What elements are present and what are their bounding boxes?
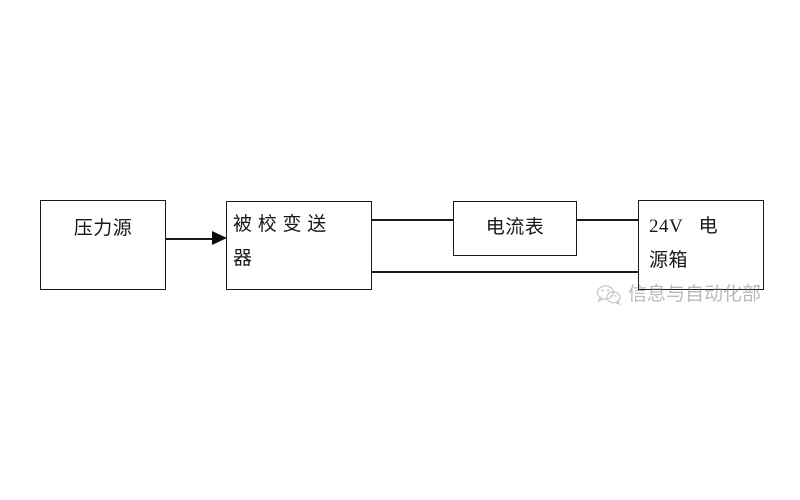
block-pressure-source-label: 压力源 xyxy=(73,218,133,239)
connector-ammeter-to-power-supply xyxy=(576,219,639,221)
connector-source-to-transmitter xyxy=(166,238,218,240)
block-pressure-source: 压力源 xyxy=(40,200,166,290)
connector-transmitter-to-ammeter xyxy=(371,219,454,221)
connector-transmitter-to-power-supply-return xyxy=(371,271,639,273)
block-power-supply-label-line2: 源箱 xyxy=(649,250,689,271)
block-ammeter: 电流表 xyxy=(453,201,577,256)
block-transmitter-label-line1: 被 校 变 送 xyxy=(233,214,327,235)
block-power-supply-label-line1: 24V 电 xyxy=(649,216,719,237)
block-ammeter-label: 电流表 xyxy=(485,217,545,238)
block-power-supply: 24V 电 源箱 xyxy=(638,200,764,290)
arrowhead-right-icon xyxy=(212,231,227,245)
block-transmitter-label-line2: 器 xyxy=(233,248,253,269)
wechat-logo-icon xyxy=(596,285,621,306)
block-transmitter: 被 校 变 送 器 xyxy=(226,201,372,290)
